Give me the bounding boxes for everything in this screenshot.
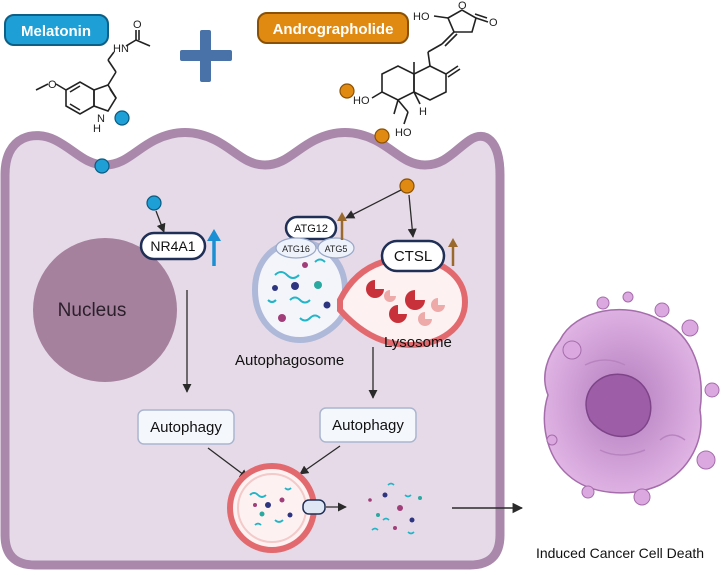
melatonin-structure bbox=[35, 30, 151, 115]
ctsl-label: CTSL bbox=[394, 248, 432, 265]
atg12-upregulation-icon bbox=[337, 212, 347, 240]
melatonin-badge bbox=[4, 14, 109, 46]
autophagosome-label: Autophagosome bbox=[235, 352, 344, 369]
cargo-particle bbox=[278, 314, 286, 322]
atg16-label: ATG16 bbox=[282, 244, 310, 254]
lysosome-label: Lysosome bbox=[384, 334, 452, 351]
melatonin-molecule bbox=[94, 158, 110, 174]
andrographolide-molecule bbox=[339, 83, 355, 99]
melatonin-n-indole: N bbox=[97, 113, 105, 125]
atg5-badge bbox=[317, 237, 355, 259]
melatonin-molecule bbox=[146, 195, 162, 211]
atg5-label: ATG5 bbox=[325, 244, 348, 254]
andrographolide-molecule bbox=[374, 128, 390, 144]
autolysosome bbox=[227, 463, 317, 553]
atg16-badge bbox=[275, 237, 317, 259]
cargo-particle bbox=[302, 262, 308, 268]
autophagosome-cargo bbox=[267, 258, 326, 322]
andrographolide-badge bbox=[257, 12, 409, 44]
ctsl-upregulation-icon bbox=[448, 238, 458, 266]
andro-o-carbonyl: O bbox=[489, 17, 498, 29]
atg12-label: ATG12 bbox=[294, 223, 328, 235]
melatonin-label: Melatonin bbox=[21, 23, 91, 40]
autolysosome-cargo bbox=[249, 487, 292, 526]
dead-cancer-cell bbox=[543, 291, 720, 506]
ctsl-badge bbox=[380, 239, 446, 273]
andro-o-ring: O bbox=[458, 0, 467, 12]
cargo-particle bbox=[279, 497, 285, 503]
cargo-particle bbox=[259, 511, 265, 517]
autophagy-right-label: Autophagy bbox=[332, 417, 404, 434]
degraded-cargo bbox=[368, 482, 422, 535]
cargo-particle bbox=[291, 282, 299, 290]
autophagy-left-label: Autophagy bbox=[150, 419, 222, 436]
cargo-particle bbox=[253, 503, 257, 507]
melatonin-nh-amide: HN bbox=[113, 43, 129, 55]
lysosome-enzymes bbox=[366, 280, 445, 326]
nucleus-label: Nucleus bbox=[58, 300, 127, 321]
andrographolide-molecule bbox=[399, 178, 415, 194]
autophagy-box-left bbox=[137, 409, 235, 445]
arrow-andro-to-atg12 bbox=[345, 189, 402, 219]
degradation-pore bbox=[302, 499, 326, 515]
nr4a1-label: NR4A1 bbox=[150, 238, 195, 254]
andro-h: H bbox=[419, 106, 427, 118]
cargo-particle bbox=[314, 281, 322, 289]
andrographolide-label: Andrographolide bbox=[273, 21, 394, 38]
autophagy-box-right bbox=[319, 407, 417, 443]
cell-death-label: Induced Cancer Cell Death bbox=[536, 545, 704, 561]
atg12-badge bbox=[284, 215, 338, 241]
arrow-right-autophagy-to-autolysosome bbox=[299, 445, 341, 475]
andrographolide-structure bbox=[371, 9, 489, 125]
arrow-left-autophagy-to-autolysosome bbox=[207, 447, 249, 479]
melatonin-molecule bbox=[114, 110, 130, 126]
cargo-particle bbox=[265, 502, 271, 508]
andro-ho-bottom: HO bbox=[395, 127, 412, 139]
arrow-melatonin-to-nr4a1 bbox=[155, 210, 166, 233]
arrow-andro-to-ctsl bbox=[407, 194, 417, 238]
nr4a1-badge bbox=[139, 231, 207, 261]
plus-icon bbox=[180, 30, 232, 82]
melatonin-h-indole: H bbox=[93, 123, 101, 135]
cargo-particle bbox=[272, 285, 278, 291]
nr4a1-upregulation-icon bbox=[207, 229, 221, 266]
melatonin-o-methoxy: O bbox=[48, 79, 57, 91]
andro-ho-top: HO bbox=[413, 11, 430, 23]
andro-ho-mid: HO bbox=[353, 95, 370, 107]
nucleus bbox=[33, 238, 177, 382]
melatonin-o-amide: O bbox=[133, 19, 142, 31]
cargo-particle bbox=[323, 301, 331, 309]
cargo-particle bbox=[287, 512, 293, 518]
